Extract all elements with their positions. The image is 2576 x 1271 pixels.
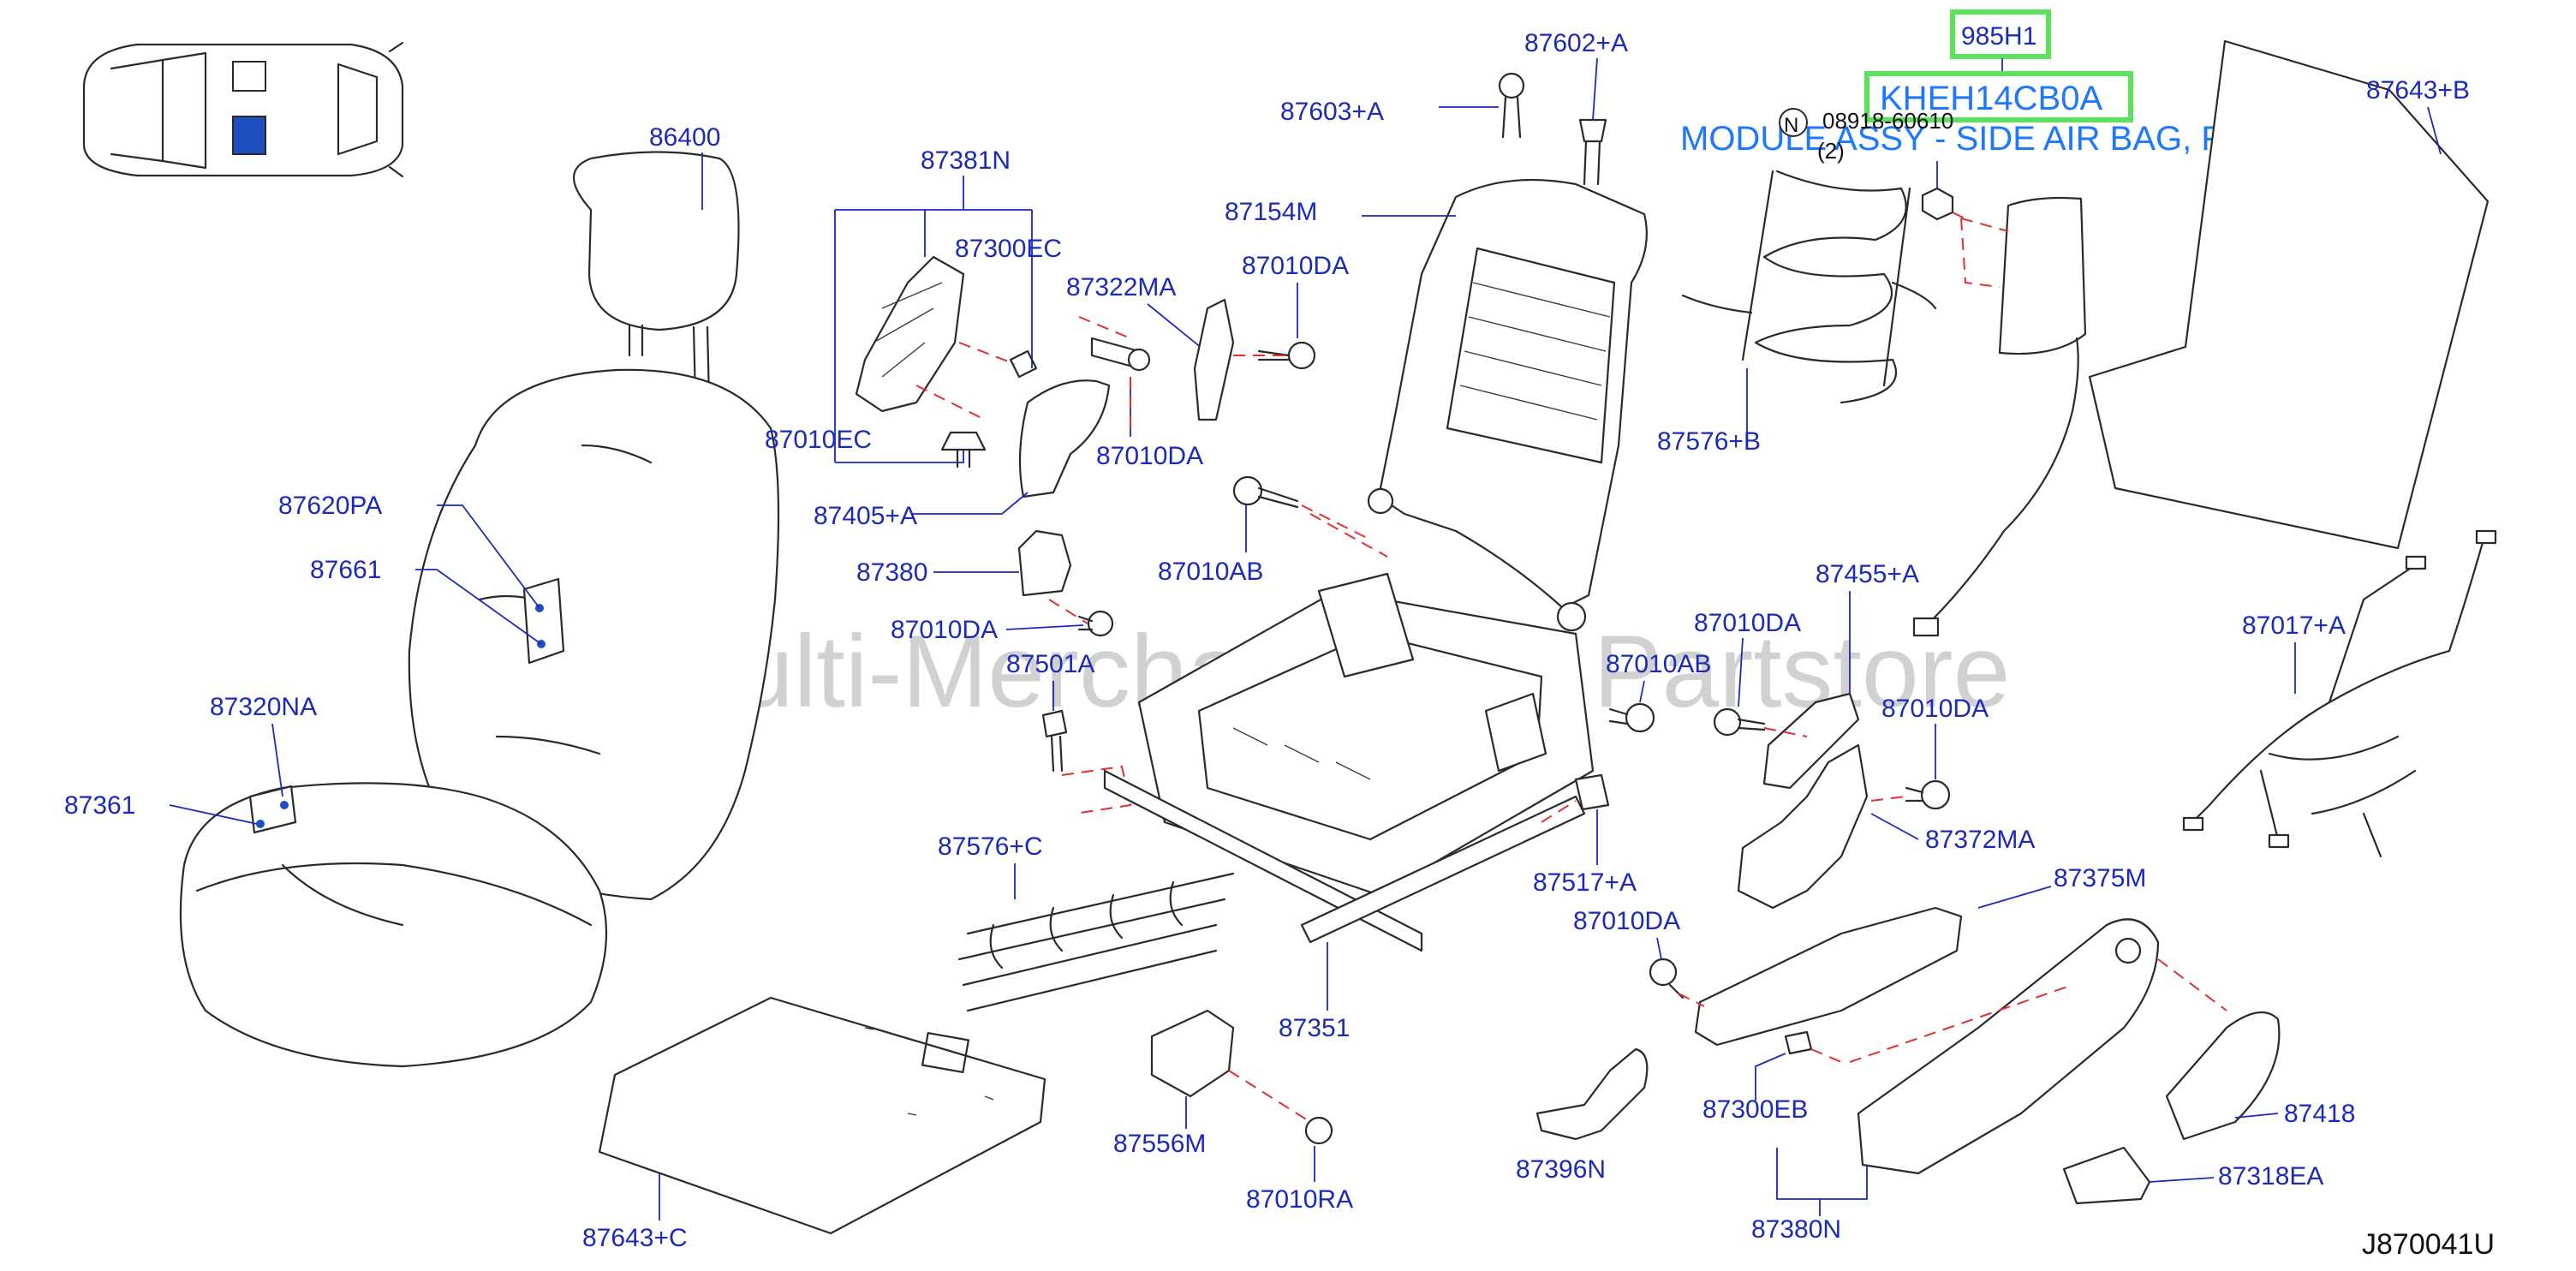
fastener-87010DA-3 xyxy=(1077,610,1114,637)
side-cover-87380N xyxy=(1857,918,2160,1175)
nut-airbag xyxy=(1921,187,1954,221)
highlight-code-box: 985H1 xyxy=(1950,9,2051,59)
label-87380N: 87380N xyxy=(1751,1215,1841,1244)
label-87661: 87661 xyxy=(310,556,381,584)
bolt-note-number: 08918-60610 xyxy=(1822,108,1953,134)
label-87318EA: 87318EA xyxy=(2218,1162,2323,1190)
fastener-87010AB-1 xyxy=(1232,475,1299,509)
label-87405A: 87405+A xyxy=(814,502,917,530)
back-pad-87643B xyxy=(2088,39,2490,550)
label-87576B: 87576+B xyxy=(1657,427,1761,456)
bolt-note-qty: (2) xyxy=(1817,138,1845,164)
vehicle-locator-icon xyxy=(82,41,404,178)
fastener-87010AB-2 xyxy=(1608,702,1655,733)
fastener-87010DA-1 xyxy=(1257,341,1316,370)
seat-back-frame xyxy=(1367,178,1648,632)
label-87300EC: 87300EC xyxy=(955,235,1062,263)
diagram-reference: J870041U xyxy=(2362,1228,2495,1261)
bolt-note: N 08918-60610 (2) xyxy=(1779,108,1953,164)
headrest-part xyxy=(572,151,740,400)
spring-87576B xyxy=(1681,170,1937,404)
pin-87603A xyxy=(1498,72,1525,139)
label-87017A: 87017+A xyxy=(2242,612,2346,640)
label-87380: 87380 xyxy=(856,558,927,587)
clip-87517A xyxy=(1574,773,1610,811)
bracket-87372MA xyxy=(1737,743,1869,910)
fastener-87010DA-6 xyxy=(1649,958,1685,999)
label-87320NA: 87320NA xyxy=(210,693,317,721)
clip-87010EC xyxy=(940,431,987,468)
label-87010EC: 87010EC xyxy=(765,426,872,454)
label-87603A: 87603+A xyxy=(1280,98,1384,126)
side-airbag-module xyxy=(1912,196,2087,637)
label-87418: 87418 xyxy=(2284,1100,2355,1128)
fastener-87010RA xyxy=(1304,1116,1333,1145)
highlight-part-number: KHEH14CB0A xyxy=(1880,80,2102,117)
label-87643B: 87643+B xyxy=(2366,76,2470,104)
label-87455A: 87455+A xyxy=(1816,560,1919,588)
label-87381N: 87381N xyxy=(921,146,1011,175)
label-87643C: 87643+C xyxy=(582,1224,688,1252)
label-87010DA-6: 87010DA xyxy=(1573,907,1680,935)
bracket-87455A xyxy=(1762,692,1860,790)
label-87517A: 87517+A xyxy=(1533,868,1637,897)
seat-trim-assembly xyxy=(179,368,780,1068)
seat-adjuster-frame xyxy=(1103,572,1595,952)
label-87396N: 87396N xyxy=(1516,1155,1606,1184)
seat-pad-lower xyxy=(598,996,1046,1235)
bracket-87556M xyxy=(1150,1009,1235,1098)
label-87322MA: 87322MA xyxy=(1066,273,1176,301)
label-87602A: 87602+A xyxy=(1524,29,1628,57)
label-87501A: 87501A xyxy=(1006,650,1094,678)
screw-87322MA xyxy=(1090,337,1151,372)
label-87010DA-2: 87010DA xyxy=(1096,442,1203,470)
label-87154M: 87154M xyxy=(1225,198,1317,226)
label-86400: 86400 xyxy=(649,123,720,152)
label-87351: 87351 xyxy=(1279,1014,1350,1042)
label-87361: 87361 xyxy=(64,791,135,820)
bracket-87322MA xyxy=(1193,298,1235,421)
bolt-note-prefix: N xyxy=(1784,114,1798,137)
label-87010DA-1: 87010DA xyxy=(1242,252,1349,280)
clip-87300EB xyxy=(1784,1030,1813,1055)
label-87576C: 87576+C xyxy=(938,832,1043,861)
label-87010DA-4: 87010DA xyxy=(1694,609,1801,637)
trim-bracket-87300EC xyxy=(855,255,1038,413)
fastener-87010DA-5 xyxy=(1905,779,1951,810)
label-87010DA-5: 87010DA xyxy=(1881,695,1989,723)
highlight-partnumber-box: KHEH14CB0A xyxy=(1864,71,2133,122)
label-87372MA: 87372MA xyxy=(1925,826,2035,854)
highlight-code: 985H1 xyxy=(1961,22,2036,51)
fastener-87010DA-4 xyxy=(1713,707,1766,737)
cover-87318EA xyxy=(2062,1146,2151,1205)
finisher-87375M xyxy=(1694,906,1963,1047)
label-87375M: 87375M xyxy=(2054,864,2146,892)
label-87620PA: 87620PA xyxy=(278,492,382,520)
pin-87602A xyxy=(1578,118,1607,186)
bracket-87380 xyxy=(1017,529,1072,597)
bolt-87501A xyxy=(1041,709,1068,773)
label-87010DA-3: 87010DA xyxy=(891,616,998,644)
cover-87405A xyxy=(1018,379,1111,498)
label-87556M: 87556M xyxy=(1113,1130,1206,1158)
knob-87418 xyxy=(2165,1011,2281,1141)
bracket-87396N xyxy=(1535,1047,1649,1141)
label-87010AB-1: 87010AB xyxy=(1158,558,1263,586)
label-87010AB-2: 87010AB xyxy=(1606,650,1711,678)
spring-87576C xyxy=(957,872,1235,1012)
label-87010RA: 87010RA xyxy=(1246,1185,1353,1214)
harness-87017A xyxy=(2182,529,2497,858)
